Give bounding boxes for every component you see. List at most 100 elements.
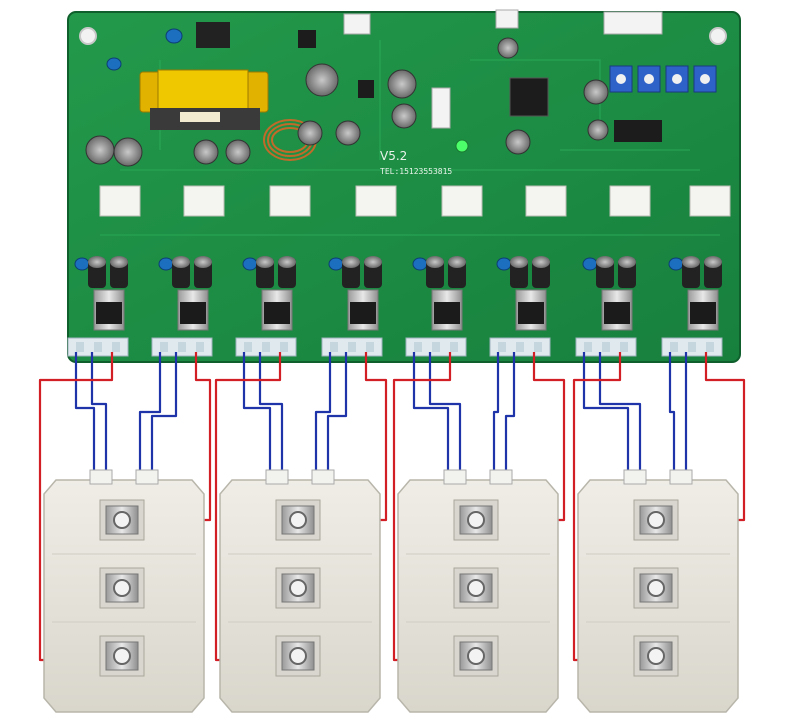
transistor-body xyxy=(604,302,630,324)
connector-pin xyxy=(112,342,120,352)
mounting-hole xyxy=(709,27,727,45)
aux-terminal xyxy=(135,469,159,485)
capacitor-top xyxy=(256,256,274,268)
aux-terminal xyxy=(89,469,113,485)
ceramic-capacitor xyxy=(582,257,598,271)
connector-pin xyxy=(498,342,506,352)
capacitor-top xyxy=(532,256,550,268)
capacitor-top xyxy=(278,256,296,268)
igbt-module xyxy=(43,469,205,713)
capacitor-top xyxy=(596,256,614,268)
connector-pin xyxy=(584,342,592,352)
driver-channel xyxy=(661,256,723,357)
gate-wire xyxy=(668,352,676,478)
capacitor-top xyxy=(618,256,636,268)
terminal-screw xyxy=(289,647,307,665)
terminal-screw xyxy=(467,647,485,665)
regulator-ic xyxy=(358,80,374,98)
capacitor-top xyxy=(194,256,212,268)
transistor-body xyxy=(434,302,460,324)
igbt-module xyxy=(577,469,739,713)
power-mosfet xyxy=(196,22,230,48)
capacitor-top xyxy=(88,256,106,268)
mounting-hole xyxy=(79,27,97,45)
capacitor-top xyxy=(510,256,528,268)
transistor-body xyxy=(180,302,206,324)
connector-pin xyxy=(670,342,678,352)
terminal-screw xyxy=(647,511,665,529)
terminal-screw xyxy=(113,579,131,597)
aux-terminal xyxy=(265,469,289,485)
terminal-screw xyxy=(289,579,307,597)
connector-pin xyxy=(534,342,542,352)
capacitor-top xyxy=(448,256,466,268)
connector-pin xyxy=(602,342,610,352)
ceramic-capacitor xyxy=(74,257,90,271)
ceramic-capacitor xyxy=(668,257,684,271)
aux-terminal xyxy=(669,469,693,485)
driver-channel xyxy=(67,256,129,357)
connector-pin xyxy=(348,342,356,352)
transistor-body xyxy=(96,302,122,324)
capacitor-top xyxy=(704,256,722,268)
driver-channel xyxy=(321,256,383,357)
capacitor-top xyxy=(342,256,360,268)
capacitor-top xyxy=(172,256,190,268)
gate-wire xyxy=(428,352,462,478)
gate-wire xyxy=(582,352,630,478)
driver-channel xyxy=(405,256,467,357)
driver-channel xyxy=(151,256,213,357)
gate-wire xyxy=(150,352,178,478)
capacitor-top xyxy=(364,256,382,268)
connector-pin xyxy=(432,342,440,352)
microcontroller-chip xyxy=(509,77,549,117)
driver-channel xyxy=(575,256,637,357)
connector-pin xyxy=(244,342,252,352)
aux-terminal xyxy=(489,469,513,485)
gate-wire xyxy=(90,352,108,478)
gate-wire xyxy=(598,352,642,478)
connector-pin xyxy=(76,342,84,352)
ceramic-capacitor xyxy=(158,257,174,271)
capacitor-top xyxy=(682,256,700,268)
aux-terminal xyxy=(311,469,335,485)
connector-pin xyxy=(516,342,524,352)
gate-wire xyxy=(138,352,162,478)
board-version-label: V5.2 xyxy=(380,149,407,163)
terminal-screw xyxy=(289,511,307,529)
aux-terminal xyxy=(623,469,647,485)
board-tel-label: TEL:15123553815 xyxy=(380,167,452,176)
terminal-screw xyxy=(467,579,485,597)
gate-wire xyxy=(492,352,500,478)
connector-pin xyxy=(262,342,270,352)
gate-wire xyxy=(258,352,284,478)
top-connectors xyxy=(343,9,663,129)
igbt-modules xyxy=(43,469,739,713)
igbt-module xyxy=(219,469,381,713)
driver-channel xyxy=(235,256,297,357)
capacitor-top xyxy=(426,256,444,268)
connector-pin xyxy=(280,342,288,352)
driver-channel xyxy=(489,256,551,357)
terminal-screw xyxy=(113,511,131,529)
electrolytic-capacitors-power xyxy=(85,37,609,167)
connector-pin xyxy=(450,342,458,352)
ceramic-capacitors xyxy=(106,28,183,71)
connector-pin xyxy=(706,342,714,352)
flyback-transformer xyxy=(139,69,269,130)
connector-pin xyxy=(620,342,628,352)
connector-pin xyxy=(178,342,186,352)
transistor-body xyxy=(518,302,544,324)
connector-pin xyxy=(688,342,696,352)
gate-wire xyxy=(314,352,332,478)
connector-pin xyxy=(196,342,204,352)
gate-wire xyxy=(504,352,516,478)
capacitor-top xyxy=(110,256,128,268)
connector-pin xyxy=(366,342,374,352)
connector-pin xyxy=(94,342,102,352)
connector-pin xyxy=(330,342,338,352)
power-terminal xyxy=(459,505,493,535)
terminal-screw xyxy=(113,647,131,665)
transistor-body xyxy=(350,302,376,324)
trimmer-potentiometers xyxy=(609,65,717,93)
